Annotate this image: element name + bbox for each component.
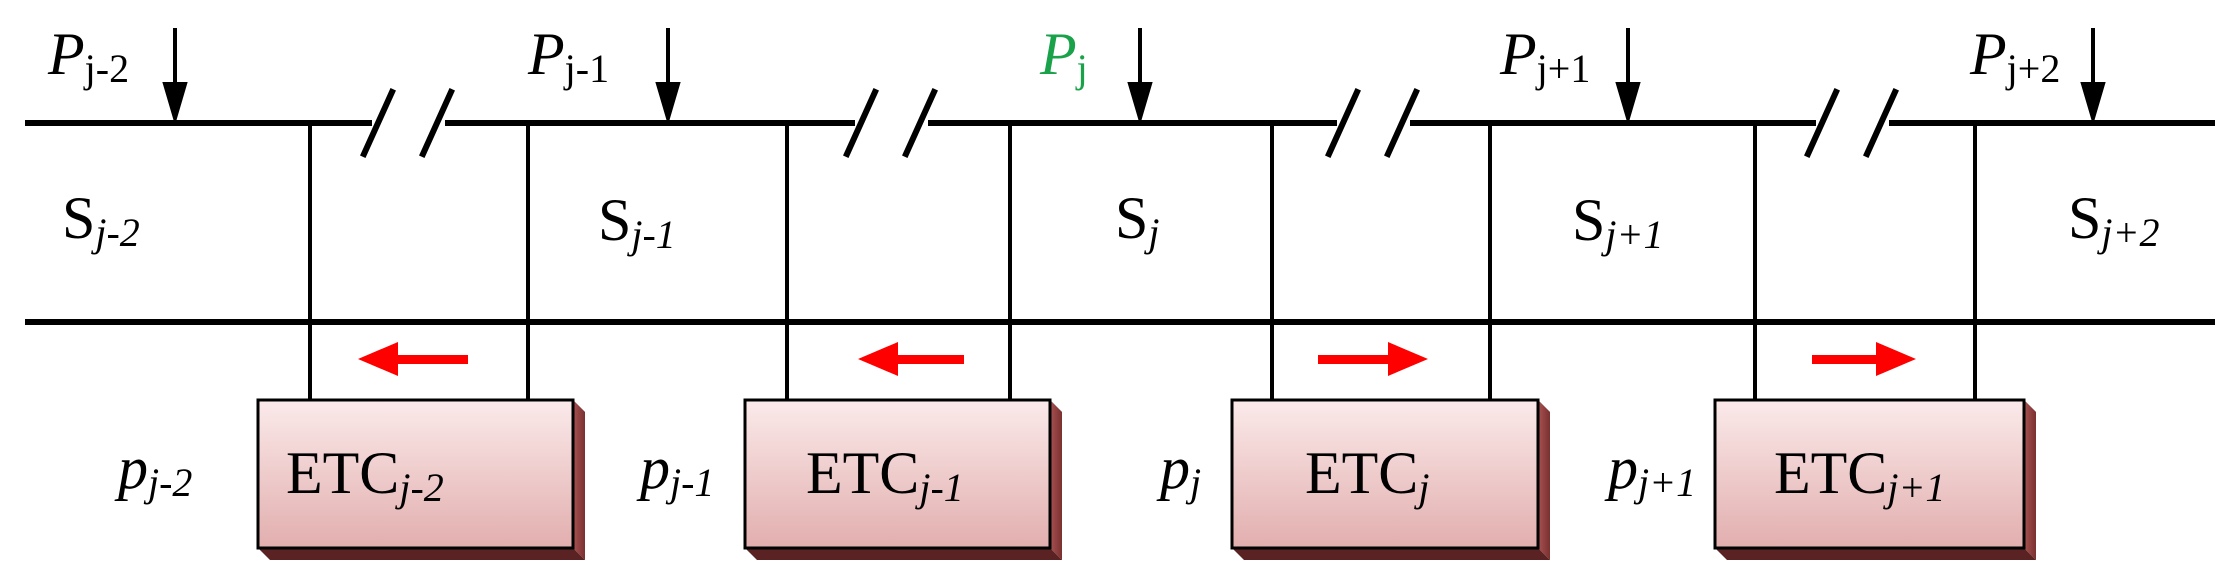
etc-label: ETCj+1 — [1774, 440, 1945, 510]
flow-arrow-left-icon — [858, 342, 964, 376]
load-arrow-icon — [162, 28, 188, 126]
converter-power-labels: pj-2 pj-1 pj pj+1 — [114, 435, 1696, 505]
load-arrow-icon — [1127, 28, 1153, 126]
converter-power-label: pj+1 — [1604, 435, 1696, 505]
section-labels: Sj-2 Sj-1 Sj Sj+1 Sj+2 — [62, 185, 2159, 257]
gap-slash — [1384, 88, 1420, 158]
load-arrows — [162, 28, 2106, 126]
power-label: Pj+1 — [1499, 21, 1590, 91]
converter-power-label: pj-1 — [636, 435, 714, 505]
section-label: Sj — [1115, 185, 1160, 255]
gap-slash — [360, 88, 396, 158]
gap-slash — [902, 88, 938, 158]
power-label: Pj-2 — [47, 21, 129, 91]
converter-power-label: pj — [1156, 435, 1201, 505]
gap-slash — [1804, 88, 1840, 158]
gap-slash — [419, 88, 455, 158]
gap-slash — [1863, 88, 1899, 158]
flow-arrow-left-icon — [358, 342, 468, 376]
etc-label: ETCj-2 — [286, 440, 444, 510]
insulation-gaps — [360, 88, 1899, 158]
flow-arrow-right-icon — [1812, 342, 1916, 376]
vertical-connectors — [308, 123, 1977, 400]
gap-slash — [1325, 88, 1361, 158]
etc-label: ETCj — [1305, 440, 1429, 510]
section-label: Sj+2 — [2068, 185, 2159, 255]
section-label: Sj-1 — [598, 187, 676, 257]
load-arrow-icon — [1615, 28, 1641, 126]
etc-label: ETCj-1 — [806, 440, 964, 510]
flow-arrow-right-icon — [1318, 342, 1428, 376]
power-label-highlight: Pj — [1039, 21, 1088, 91]
power-labels: Pj-2 Pj-1 Pj Pj+1 Pj+2 — [47, 21, 2060, 91]
power-label: Pj+2 — [1969, 21, 2060, 91]
power-label: Pj-1 — [527, 21, 609, 91]
load-arrow-icon — [2080, 28, 2106, 126]
etc-box: ETCj — [1230, 398, 1550, 560]
gap-slash — [843, 88, 879, 158]
section-label: Sj-2 — [62, 185, 140, 255]
load-arrow-icon — [655, 28, 681, 126]
etc-box: ETCj-2 — [256, 398, 585, 560]
etc-box: ETCj+1 — [1713, 398, 2036, 560]
converter-power-label: pj-2 — [114, 435, 192, 505]
section-label: Sj+1 — [1572, 187, 1663, 257]
etc-box: ETCj-1 — [743, 398, 1062, 560]
converter-boxes: ETCj-2 ETCj-1 ETCj — [256, 398, 2036, 560]
flow-arrows — [358, 342, 1916, 376]
